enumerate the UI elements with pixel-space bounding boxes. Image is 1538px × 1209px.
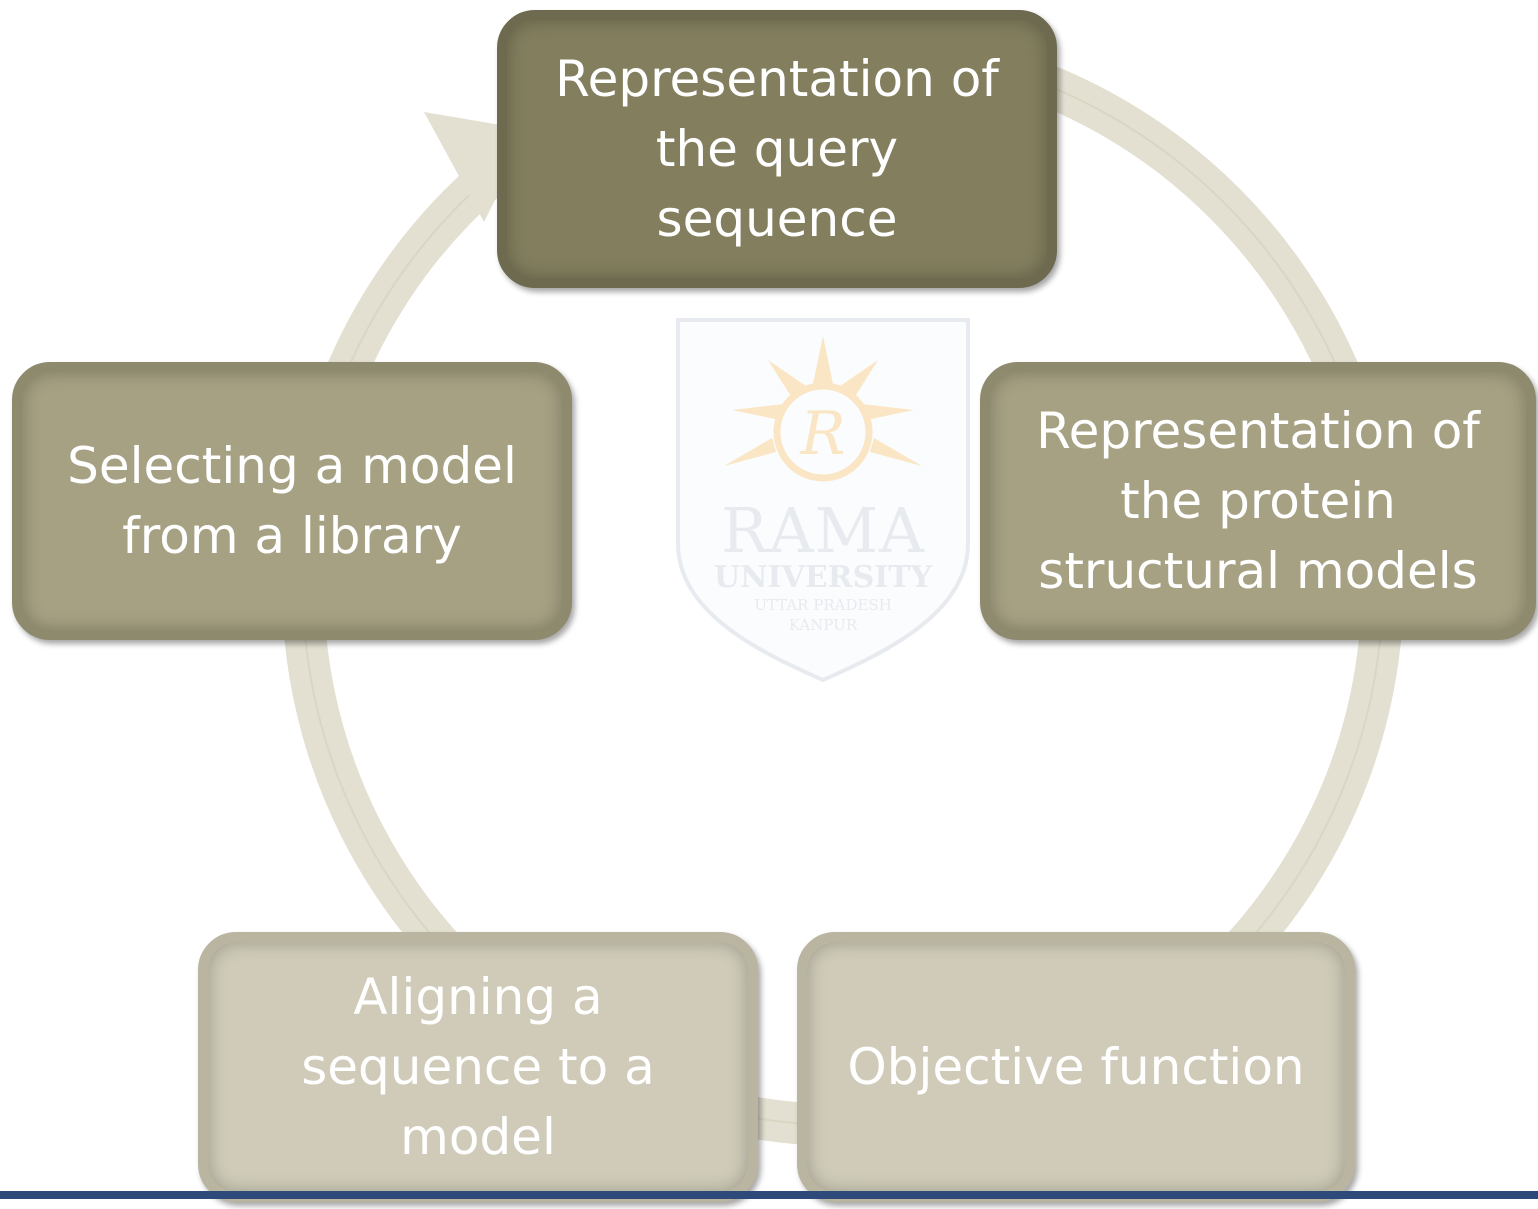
step-box-query-representation: Representation of the query sequence — [497, 10, 1057, 288]
step-box-aligning-sequence: Aligning a sequence to a model — [198, 932, 758, 1202]
watermark-logo-letter: R — [799, 399, 845, 469]
watermark-logo-icon: R — [676, 318, 970, 683]
footer-bar — [0, 1191, 1538, 1199]
step-label: Objective function — [847, 1038, 1305, 1096]
step-label: Representation of the protein structural… — [1036, 402, 1480, 600]
university-watermark: R RAMA UNIVERSITY UTTAR PRADESH KANPUR — [672, 314, 974, 684]
watermark-name: RAMA — [721, 494, 925, 567]
watermark-city: KANPUR — [788, 616, 858, 634]
step-label: Aligning a sequence to a model — [301, 968, 655, 1166]
step-box-protein-models: Representation of the protein structural… — [980, 362, 1536, 640]
step-label: Representation of the query sequence — [555, 50, 999, 248]
watermark-state: UTTAR PRADESH — [754, 596, 892, 614]
watermark-subtitle: UNIVERSITY — [713, 560, 933, 595]
step-box-objective-function: Objective function — [797, 932, 1355, 1202]
step-label: Selecting a model from a library — [67, 437, 517, 565]
step-box-selecting-model: Selecting a model from a library — [12, 362, 572, 640]
